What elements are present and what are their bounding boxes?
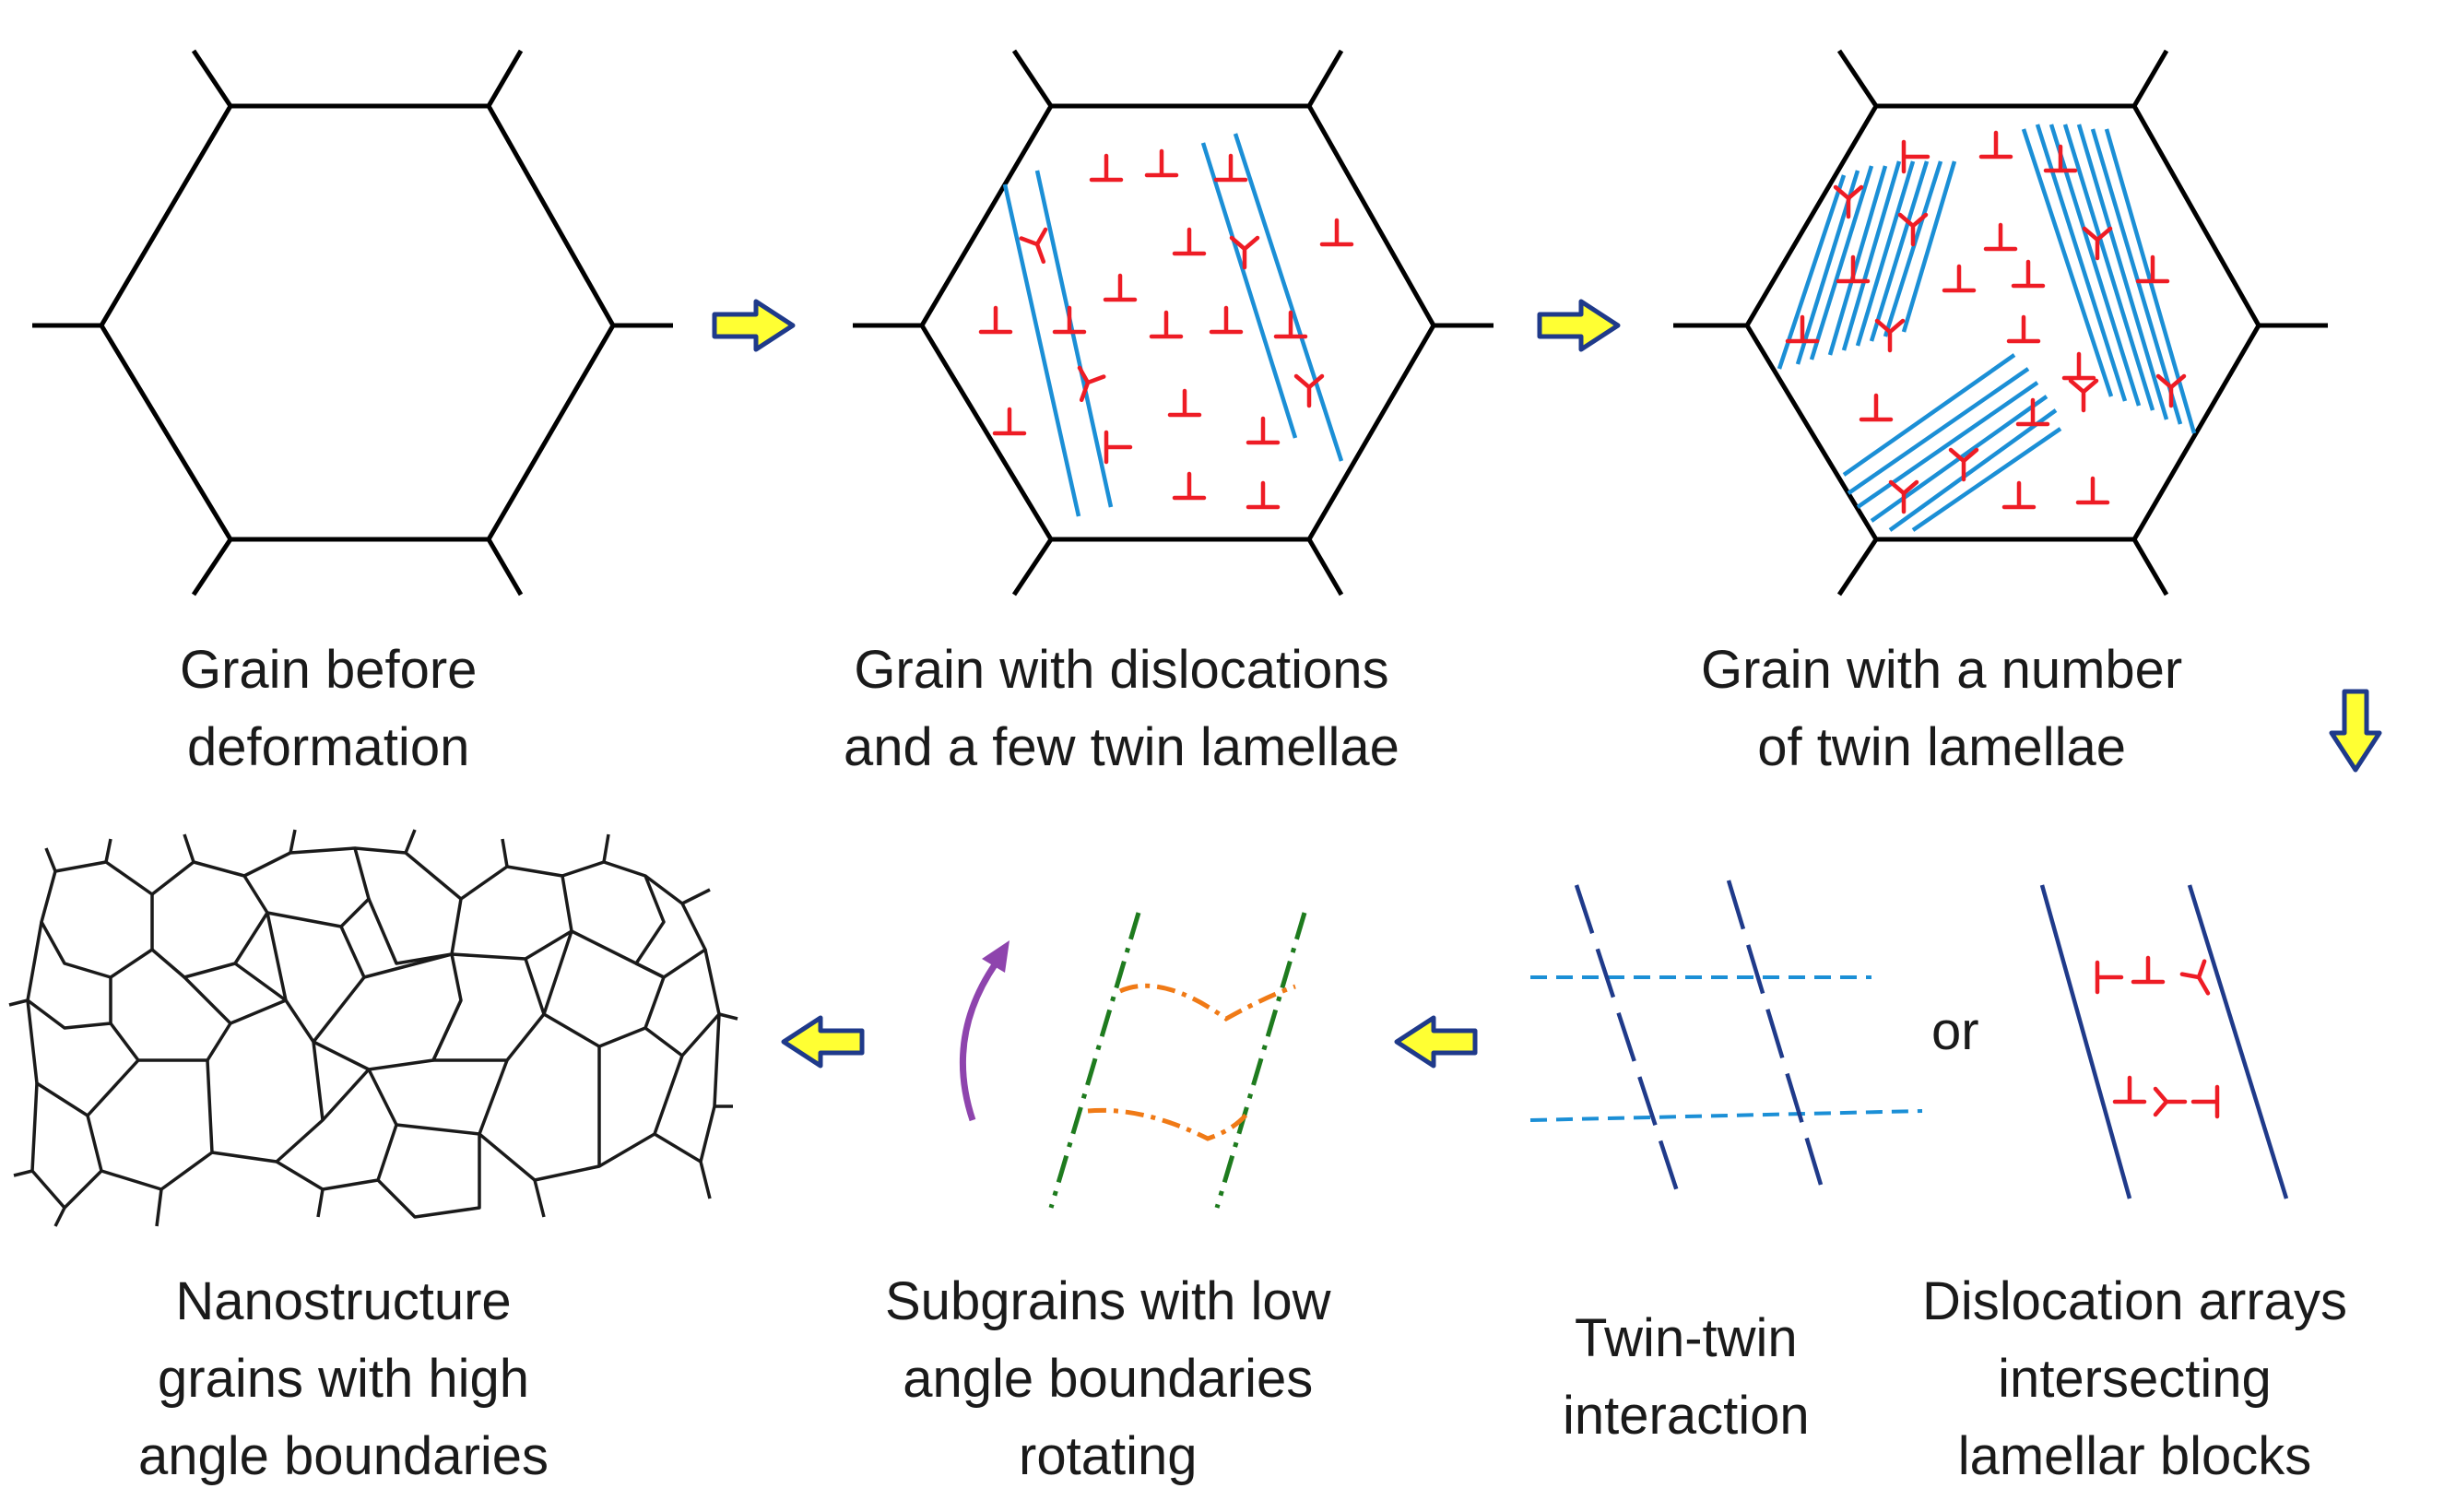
label-line: grains with high <box>158 1349 530 1409</box>
label-grain-before-deformation: Grain before deformation <box>180 632 477 786</box>
label-line: Nanostructure <box>175 1271 512 1331</box>
label-line: Grain before <box>180 640 478 700</box>
subgrain-low-angle-boundaries <box>1048 912 1307 1209</box>
grain-with-dislocations-hexagon <box>853 49 1494 597</box>
label-twin-twin-interaction: Twin-twin interaction <box>1563 1300 1810 1455</box>
twin-lamellae-block-upper-left <box>1777 160 1957 370</box>
label-line: lamellar blocks <box>1957 1426 2312 1486</box>
twin-lamellae-few <box>1002 133 1344 517</box>
label-line: of twin lamellae <box>1757 717 2126 777</box>
nanostructure-grain-network <box>8 829 738 1227</box>
label-line: Grain with dislocations <box>854 640 1389 700</box>
label-grain-with-twin-lamellae: Grain with a number of twin lamellae <box>1701 632 2182 786</box>
label-line: Subgrains with low <box>885 1271 1331 1331</box>
label-line: deformation <box>187 717 470 777</box>
rotation-arrow <box>959 940 1009 1122</box>
label-dislocation-arrays: Dislocation arrays intersecting lamellar… <box>1922 1263 2347 1495</box>
grain-with-many-twins-hexagon <box>1673 49 2328 597</box>
process-arrow-down <box>2332 691 2379 770</box>
label-line: Dislocation arrays <box>1922 1271 2347 1331</box>
grain-before-deformation-hexagon <box>32 49 673 597</box>
label-line: and a few twin lamellae <box>844 717 1399 777</box>
process-arrow-2 <box>1540 301 1618 349</box>
label-line: interaction <box>1563 1386 1810 1446</box>
label-line: intersecting <box>1998 1349 2272 1409</box>
dislocation-arrays-lamellar-blocks <box>2039 884 2289 1199</box>
label-line: rotating <box>1019 1426 1198 1486</box>
label-line: angle boundaries <box>138 1426 549 1486</box>
label-line: angle boundaries <box>903 1349 1314 1409</box>
label-subgrains: Subgrains with low angle boundaries rota… <box>885 1263 1331 1495</box>
process-arrow-3 <box>1397 1018 1475 1066</box>
process-arrow-4 <box>784 1018 862 1066</box>
twin-lamellae-block-lower <box>1842 353 2062 532</box>
process-arrow-1 <box>714 301 793 349</box>
label-nanostructure: Nanostructure grains with high angle bou… <box>138 1263 549 1495</box>
twin-twin-interaction <box>1529 880 1923 1195</box>
label-grain-with-dislocations: Grain with dislocations and a few twin l… <box>844 632 1399 786</box>
or-label: or <box>1931 1001 1979 1061</box>
label-line: Twin-twin <box>1574 1308 1798 1368</box>
label-line: Grain with a number <box>1701 640 2183 700</box>
